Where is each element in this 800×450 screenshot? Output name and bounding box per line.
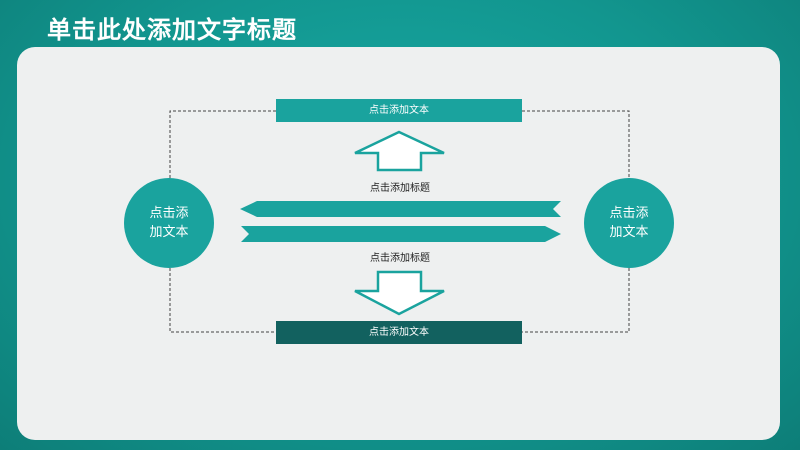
circle-left-text: 点击添加文本 [149, 206, 189, 240]
label-top: 点击添加标题 [370, 183, 430, 194]
circle-right-text: 点击添加文本 [609, 206, 649, 240]
right-ribbon-arrow [241, 226, 561, 242]
bottom-text-box[interactable]: 点击添加文本 [276, 321, 522, 344]
up-arrow-icon [354, 130, 445, 172]
down-arrow-icon [354, 270, 445, 316]
top-text-box[interactable]: 点击添加文本 [276, 99, 522, 122]
left-ribbon-arrow [240, 201, 561, 217]
circle-right[interactable]: 点击添加文本 [584, 178, 674, 268]
circle-left[interactable]: 点击添加文本 [124, 178, 214, 268]
label-bottom: 点击添加标题 [370, 253, 430, 264]
dashed-frame [169, 110, 630, 333]
slide-title: 单击此处添加文字标题 [47, 16, 297, 44]
